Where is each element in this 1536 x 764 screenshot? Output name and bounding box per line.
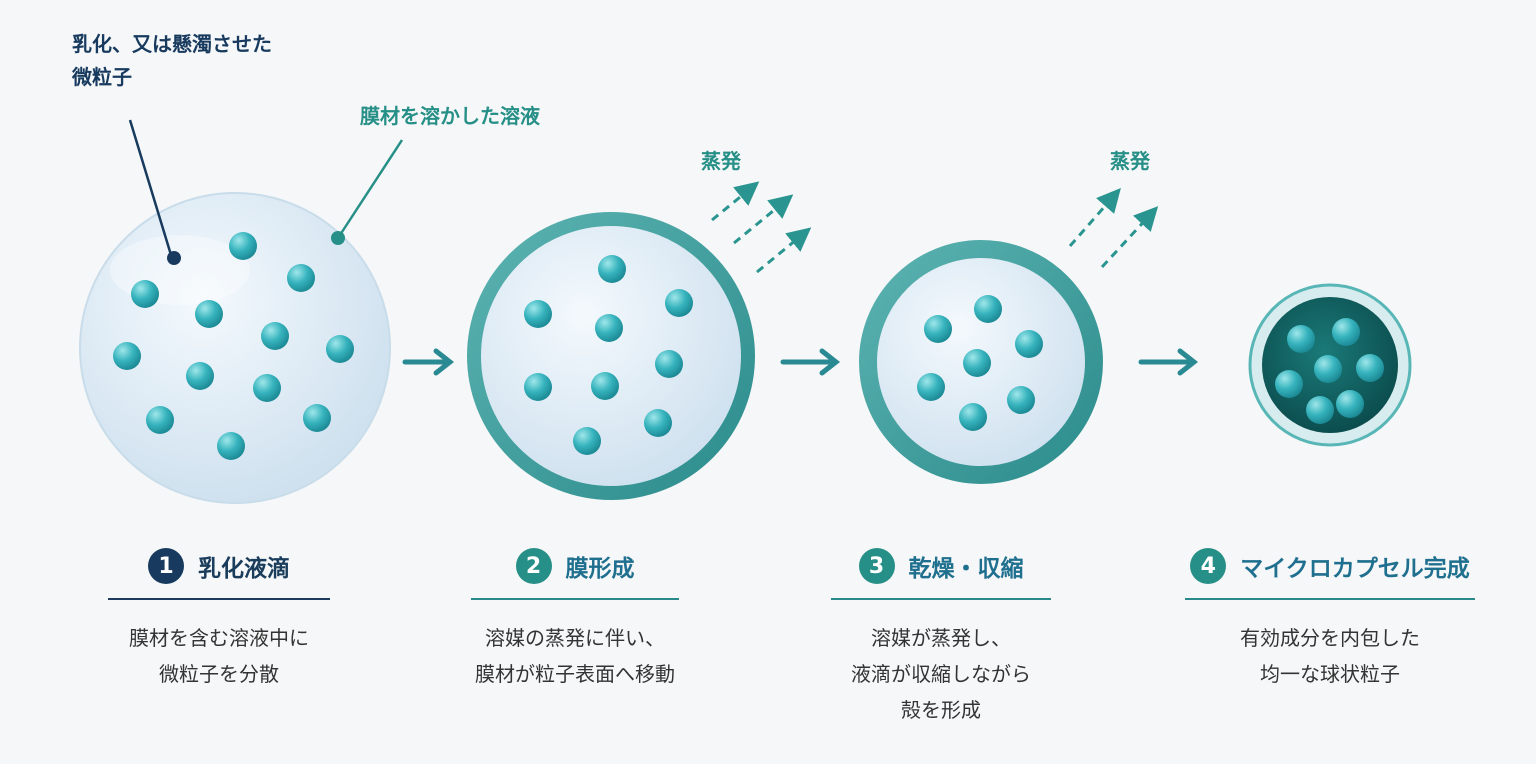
step-1-title: 乳化液滴 bbox=[198, 556, 290, 582]
step-3-description: 溶媒が蒸発し、 液滴が収縮しながら 殻を形成 bbox=[831, 620, 1051, 728]
evaporation-label-1: 蒸発 bbox=[701, 149, 741, 173]
step-1-header: 1 乳化液滴 bbox=[108, 540, 330, 600]
step-3: 3 乾燥・収縮 溶媒が蒸発し、 液滴が収縮しながら 殻を形成 bbox=[831, 540, 1051, 728]
step-4-number: 4 bbox=[1190, 548, 1227, 584]
particle bbox=[573, 427, 601, 455]
step-3-header: 3 乾燥・収縮 bbox=[831, 540, 1051, 600]
particle bbox=[217, 432, 245, 460]
process-arrow-2 bbox=[780, 348, 841, 376]
particle bbox=[963, 349, 991, 377]
particle bbox=[591, 372, 619, 400]
particle bbox=[195, 300, 223, 328]
step-2-title: 膜形成 bbox=[565, 556, 635, 582]
particle bbox=[524, 373, 552, 401]
step-3-description-line-2: 液滴が収縮しながら bbox=[851, 662, 1031, 686]
solution-leader-dot bbox=[331, 231, 345, 245]
particle bbox=[655, 350, 683, 378]
step-2-description-line-1: 溶媒の蒸発に伴い、 bbox=[485, 626, 665, 650]
particle bbox=[1275, 370, 1303, 398]
step-3-number: 3 bbox=[858, 548, 895, 584]
particle-leader-dot bbox=[167, 251, 181, 265]
particle bbox=[924, 315, 952, 343]
particle bbox=[253, 374, 281, 402]
particle bbox=[186, 362, 214, 390]
stage-2-particles bbox=[524, 255, 693, 455]
evaporation-arrows-2 bbox=[1068, 187, 1159, 269]
step-4-description: 有効成分を内包した 均一な球状粒子 bbox=[1185, 620, 1475, 692]
process-arrow-1 bbox=[402, 348, 455, 376]
particle bbox=[1007, 386, 1035, 414]
particle bbox=[113, 342, 141, 370]
particle bbox=[1356, 354, 1384, 382]
particle-callout: 乳化、又は懸濁させた 微粒子 bbox=[72, 28, 272, 94]
step-3-description-line-3: 殻を形成 bbox=[901, 698, 981, 722]
step-1-description-line-2: 微粒子を分散 bbox=[159, 662, 279, 686]
particle bbox=[229, 232, 257, 260]
step-2-description: 溶媒の蒸発に伴い、 膜材が粒子表面へ移動 bbox=[471, 620, 679, 692]
particle bbox=[917, 373, 945, 401]
particle bbox=[326, 335, 354, 363]
particle bbox=[1306, 396, 1334, 424]
stage-4-particles bbox=[1275, 318, 1384, 424]
step-4-description-line-2: 均一な球状粒子 bbox=[1260, 662, 1400, 686]
evaporation-label-2: 蒸発 bbox=[1110, 149, 1150, 173]
step-1-number: 1 bbox=[148, 548, 184, 584]
stage-3-particles bbox=[917, 295, 1043, 431]
solution-callout: 膜材を溶かした溶液 bbox=[360, 104, 540, 128]
step-3-description-line-1: 溶媒が蒸発し、 bbox=[871, 626, 1011, 650]
process-arrow-3 bbox=[1138, 348, 1199, 376]
particle bbox=[287, 264, 315, 292]
step-2-number: 2 bbox=[515, 548, 552, 584]
step-4-description-line-1: 有効成分を内包した bbox=[1240, 626, 1420, 650]
solution-leader-line bbox=[338, 139, 404, 236]
step-4-title: マイクロカプセル完成 bbox=[1240, 556, 1470, 582]
particle bbox=[1287, 325, 1315, 353]
stage-2-capsule bbox=[467, 212, 755, 500]
step-3-title: 乾燥・収縮 bbox=[908, 556, 1024, 582]
step-1-description: 膜材を含む溶液中に 微粒子を分散 bbox=[108, 620, 330, 692]
step-2-description-line-2: 膜材が粒子表面へ移動 bbox=[475, 662, 675, 686]
step-4-header: 4 マイクロカプセル完成 bbox=[1185, 540, 1475, 600]
step-1-description-line-1: 膜材を含む溶液中に bbox=[129, 626, 309, 650]
evaporation-arrows-1 bbox=[711, 181, 812, 274]
particle bbox=[665, 289, 693, 317]
particle bbox=[595, 314, 623, 342]
particle bbox=[524, 300, 552, 328]
particle bbox=[261, 322, 289, 350]
step-1: 1 乳化液滴 膜材を含む溶液中に 微粒子を分散 bbox=[108, 540, 330, 692]
step-2-header: 2 膜形成 bbox=[471, 540, 679, 600]
particle bbox=[1336, 390, 1364, 418]
particle-callout-line-1: 乳化、又は懸濁させた bbox=[72, 32, 272, 56]
particle bbox=[974, 295, 1002, 323]
particle-leader-line bbox=[128, 119, 173, 256]
particle bbox=[131, 280, 159, 308]
particle bbox=[146, 406, 174, 434]
particle bbox=[1314, 355, 1342, 383]
particle bbox=[1015, 330, 1043, 358]
step-4: 4 マイクロカプセル完成 有効成分を内包した 均一な球状粒子 bbox=[1185, 540, 1475, 692]
particle bbox=[959, 403, 987, 431]
particle bbox=[1332, 318, 1360, 346]
particle bbox=[598, 255, 626, 283]
stage-1-particles bbox=[113, 232, 354, 460]
step-2: 2 膜形成 溶媒の蒸発に伴い、 膜材が粒子表面へ移動 bbox=[471, 540, 679, 692]
particle bbox=[644, 409, 672, 437]
particle bbox=[303, 404, 331, 432]
particle-callout-line-2: 微粒子 bbox=[72, 65, 132, 89]
